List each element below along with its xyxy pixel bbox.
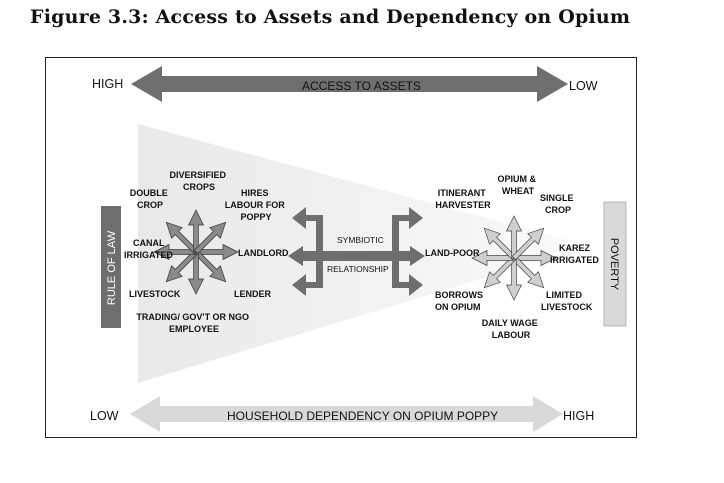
right-star — [471, 215, 557, 301]
double-crop-label: DOUBLE CROP — [130, 188, 171, 210]
bottom-axis-right-label: HIGH — [563, 409, 594, 423]
symbiotic-relationship — [288, 207, 425, 296]
symbiotic-label: SYMBIOTIC — [337, 235, 384, 245]
hires-labour-label: HIRES LABOUR FOR POPPY — [225, 188, 288, 222]
itinerant-harvester-label: ITINERANT HARVESTER — [435, 188, 491, 210]
rule-of-law-label: RULE OF LAW — [106, 230, 118, 305]
figure-title: Figure 3.3: Access to Assets and Depende… — [30, 6, 631, 28]
bottom-axis-left-label: LOW — [90, 409, 119, 423]
household-dependency-arrow — [130, 396, 563, 432]
lender-label: LENDER — [234, 289, 272, 299]
livestock-label: LIVESTOCK — [129, 289, 181, 299]
canal-irrigated-label: CANAL IRRIGATED — [124, 238, 173, 260]
trading-employee-label: TRADING/ GOV'T OR NGO EMPLOYEE — [136, 312, 251, 334]
right-bracket — [392, 207, 423, 296]
rule-of-law-bar — [101, 206, 121, 328]
left-bracket — [292, 207, 323, 296]
diversified-crops-label: DIVERSIFIED CROPS — [169, 170, 228, 192]
top-axis-label: ACCESS TO ASSETS — [302, 79, 421, 93]
top-axis-right-label: LOW — [569, 79, 598, 93]
landlord-label: LANDLORD — [238, 248, 289, 258]
bottom-axis-label: HOUSEHOLD DEPENDENCY ON OPIUM POPPY — [227, 409, 498, 423]
top-axis-left-label: HIGH — [92, 77, 123, 91]
opium-wheat-label: OPIUM & WHEAT — [497, 174, 538, 196]
single-crop-label: SINGLE CROP — [540, 193, 576, 215]
access-to-assets-arrow — [131, 66, 568, 102]
land-poor-label: LAND-POOR — [425, 248, 480, 258]
daily-wage-labour-label: DAILY WAGE LABOUR — [482, 318, 541, 340]
limited-livestock-label: LIMITED LIVESTOCK — [541, 290, 593, 312]
poverty-bar — [603, 201, 627, 327]
karez-irrigated-label: KAREZ IRRIGATED — [550, 243, 599, 265]
borrows-on-opium-label: BORROWS ON OPIUM — [435, 290, 486, 312]
relationship-label: RELATIONSHIP — [327, 264, 389, 274]
poverty-label: POVERTY — [608, 238, 620, 291]
